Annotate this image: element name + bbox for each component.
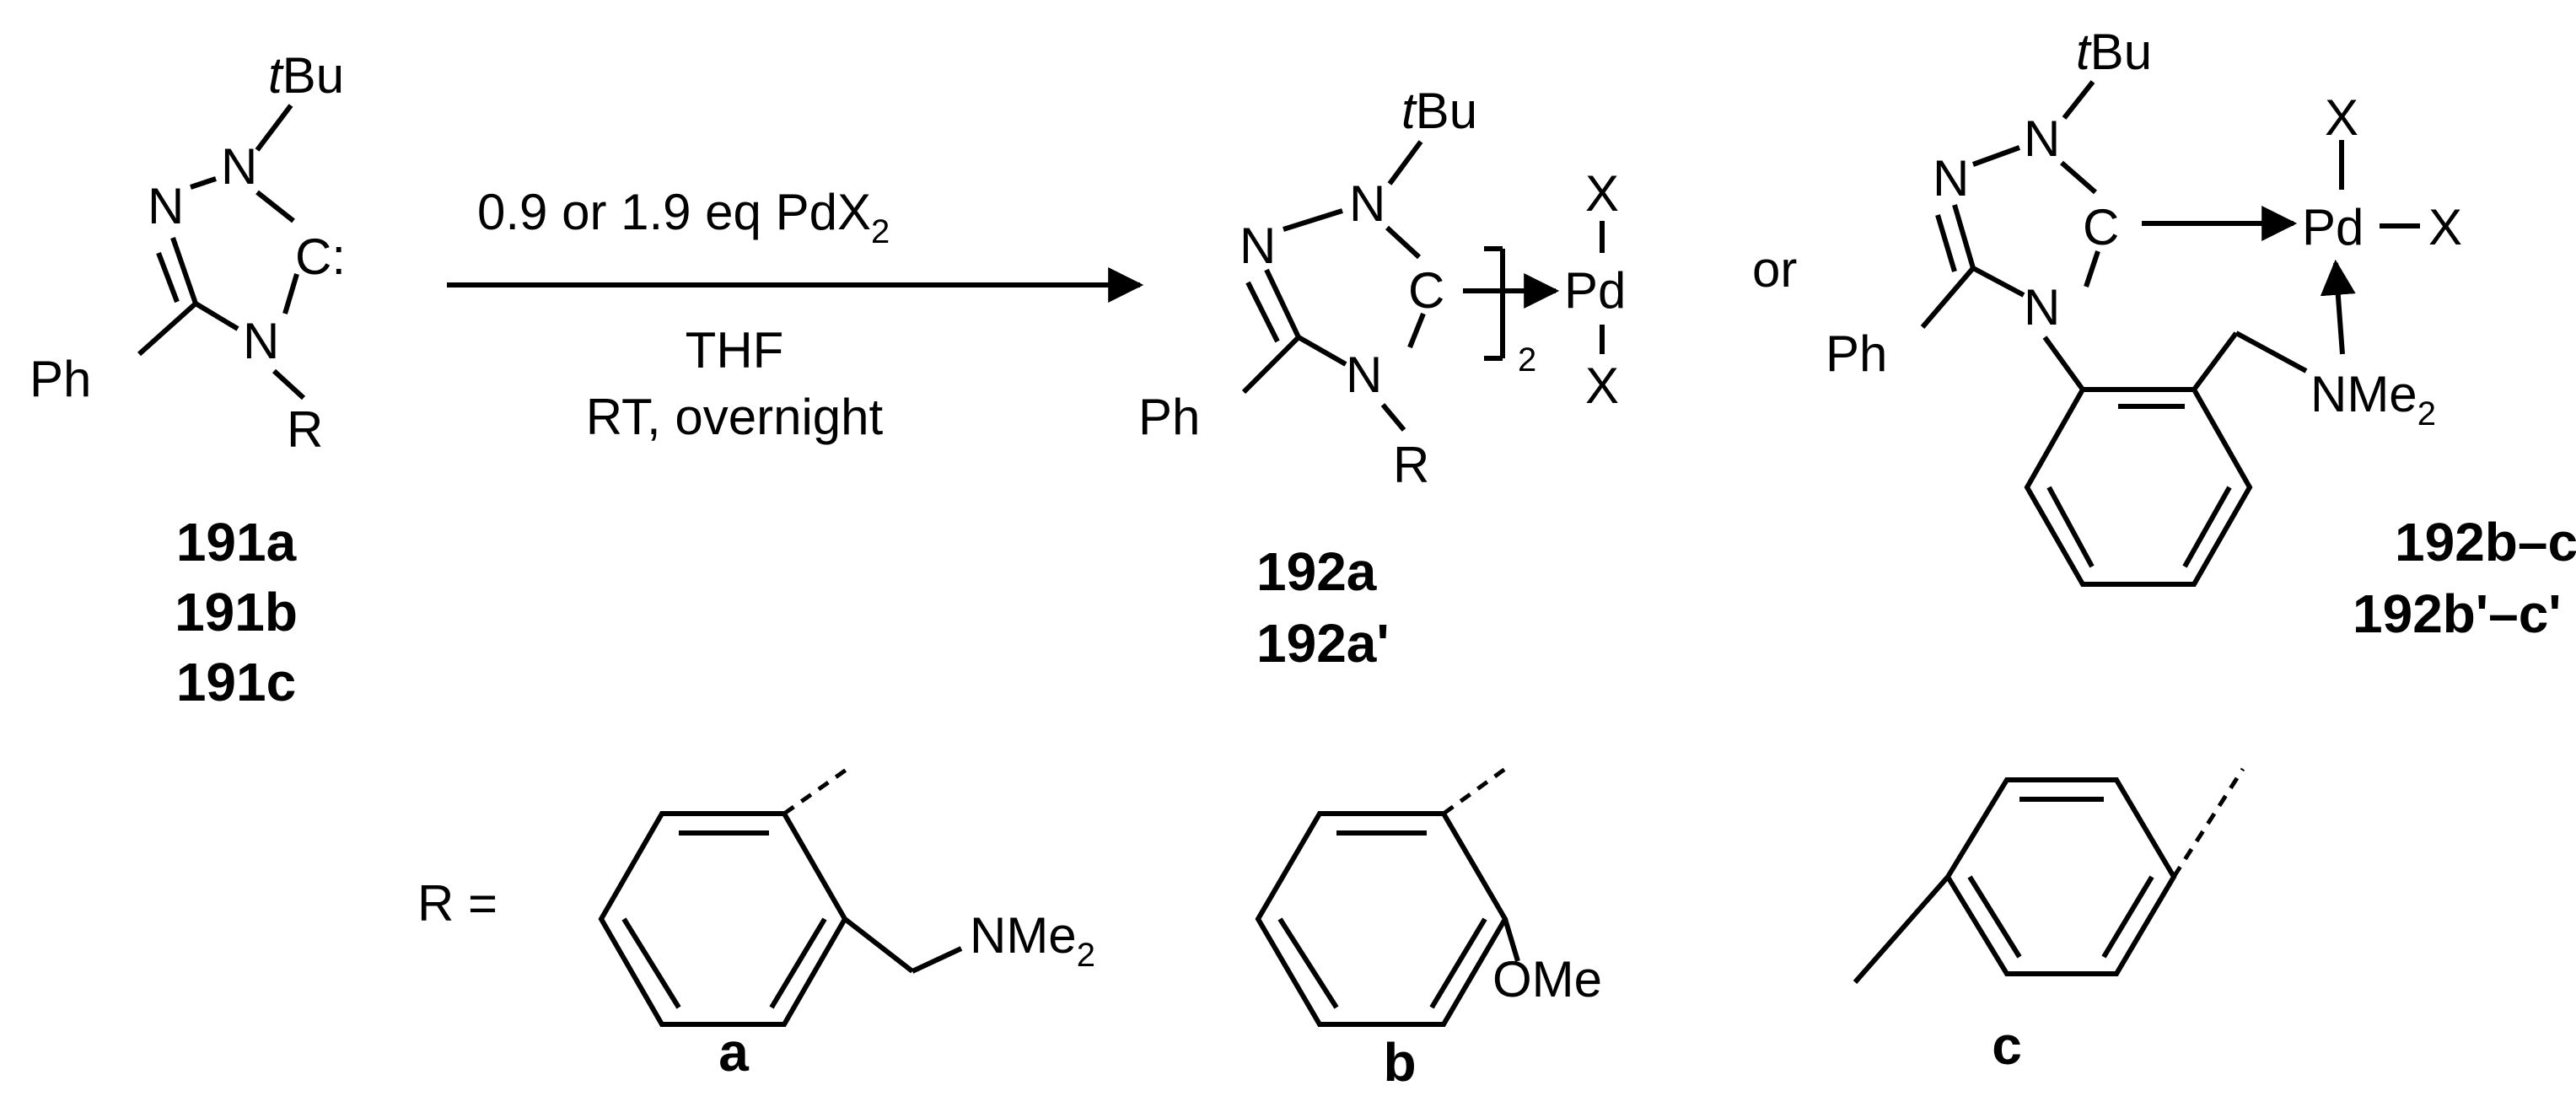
conditions-solvent: THF (686, 322, 784, 379)
n4-label: N (243, 313, 279, 369)
compound-label-192a-prime: 192a' (1256, 613, 1390, 674)
compound-label-192b-c: 192b–c (2395, 512, 2576, 572)
compound-label-191b: 191b (175, 582, 298, 642)
ph-label: Ph (1826, 325, 1887, 382)
pd-label: Pd (2302, 199, 2364, 255)
structure-192b-c: tBu N N C N Ph Pd X X NMe2 (1826, 24, 2462, 587)
nme2-label: NMe2 (2310, 366, 2436, 433)
aryl-ring (2024, 387, 2253, 587)
conditions-temp-time: RT, overnight (586, 389, 884, 445)
structure-192a: tBu N N C N Ph R 2 Pd X X (1138, 83, 1626, 493)
compound-label-192b-c-prime: 192b'–c' (2353, 583, 2562, 644)
tbu-label: tBu (1401, 83, 1477, 139)
n4-label: N (2024, 279, 2060, 336)
compound-label-191c: 191c (176, 652, 296, 712)
n2-label: N (1240, 218, 1276, 274)
r-equals-label: R = (417, 875, 497, 932)
c2-label: C (1408, 262, 1444, 319)
n2-label: N (148, 178, 184, 234)
substituent-label-b: b (1383, 1032, 1416, 1093)
n1-label: N (221, 138, 257, 195)
conditions-reagent: 0.9 or 1.9 eq PdX2 (477, 184, 890, 250)
x-bottom-label: X (1585, 357, 1619, 414)
r-label: R (1393, 437, 1429, 493)
n1-label: N (2024, 110, 2060, 167)
nme2-label: NMe2 (970, 907, 1095, 974)
n2-label: N (1933, 150, 1969, 207)
substituent-label-a: a (718, 1022, 749, 1083)
x-right-label: X (2428, 199, 2462, 255)
compound-label-192a: 192a (1256, 541, 1377, 602)
x-top-label: X (1585, 165, 1619, 222)
c2-label: C (2083, 199, 2119, 255)
substituent-c (1853, 767, 2245, 984)
tbu-label: tBu (2076, 24, 2152, 80)
ome-label: OMe (1492, 951, 1602, 1008)
structure-191: tBu N N C: N Ph R (30, 47, 346, 458)
substituent-a: NMe2 (598, 766, 1095, 1027)
carbene-c-label: C: (295, 228, 346, 285)
x-top-label: X (2325, 89, 2358, 146)
or-connector: or (1752, 241, 1797, 298)
ph-label: Ph (30, 351, 91, 407)
compound-label-191a: 191a (176, 512, 297, 572)
ph-label: Ph (1138, 389, 1200, 445)
n1-label: N (1349, 175, 1385, 232)
r-label: R (287, 401, 323, 458)
pd-label: Pd (1564, 262, 1626, 319)
substituent-label-c: c (1992, 1015, 2022, 1076)
substituent-b: OMe (1255, 766, 1602, 1027)
tbu-label: tBu (268, 47, 344, 104)
n-pd-coordination-arrow (2320, 259, 2356, 355)
bracket-subscript: 2 (1518, 341, 1536, 379)
n4-label: N (1346, 347, 1382, 403)
